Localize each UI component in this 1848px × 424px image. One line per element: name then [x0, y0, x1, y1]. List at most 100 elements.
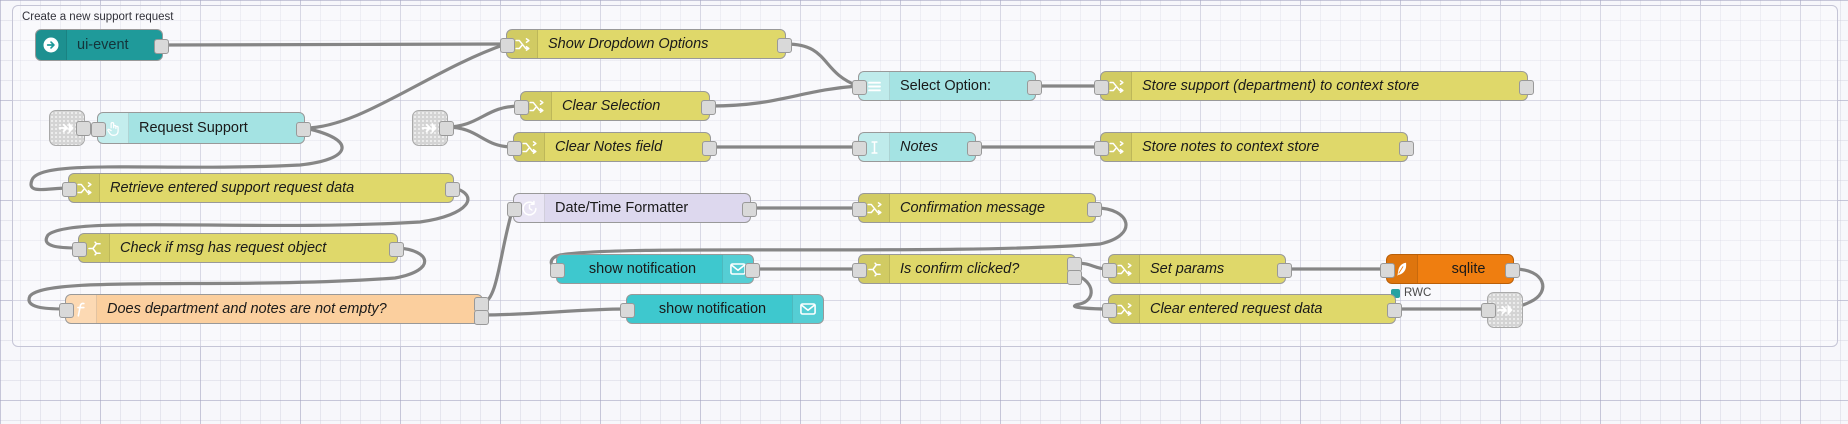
node-clear-selection[interactable]: Clear Selection — [514, 91, 716, 121]
link-out-icon — [1497, 304, 1513, 316]
node-label: Date/Time Formatter — [555, 200, 689, 216]
input-port[interactable] — [1094, 141, 1109, 156]
input-port[interactable] — [852, 202, 867, 217]
input-port[interactable] — [507, 202, 522, 217]
output-port[interactable] — [445, 182, 460, 197]
node-request-support[interactable]: Request Support — [91, 112, 311, 144]
output-port[interactable] — [296, 122, 311, 137]
link-in-node-2[interactable] — [412, 110, 454, 146]
input-port[interactable] — [1102, 263, 1117, 278]
node-label: sqlite — [1451, 261, 1486, 277]
node-select-option[interactable]: Select Option: — [852, 71, 1042, 101]
node-does-department-notes-not-empty[interactable]: Does department and notes are not empty? — [59, 294, 489, 325]
node-label: Store support (department) to context st… — [1142, 78, 1420, 94]
wire-requestsupport-retrieve — [29, 126, 344, 192]
wire-requestsupport-showdropdown — [303, 42, 508, 130]
input-port[interactable] — [1380, 263, 1395, 278]
output-port[interactable] — [154, 39, 169, 54]
status-dot-icon — [1391, 288, 1400, 298]
node-sqlite[interactable]: sqlite — [1380, 254, 1520, 284]
input-port[interactable] — [620, 303, 635, 318]
wire-showdropdown-selectoption — [784, 42, 860, 88]
output-port[interactable] — [1519, 80, 1534, 95]
node-label: Select Option: — [900, 78, 992, 94]
wire-doesdept-datetime — [481, 206, 515, 305]
node-clear-notes-field[interactable]: Clear Notes field — [507, 132, 717, 162]
output-port[interactable] — [1277, 263, 1292, 278]
wire-doesdept-shownotification2 — [481, 307, 628, 317]
node-show-dropdown-options[interactable]: Show Dropdown Options — [500, 29, 792, 59]
status-label: RWC — [1404, 287, 1432, 299]
node-store-notes-to-context[interactable]: Store notes to context store — [1094, 132, 1414, 162]
output-port[interactable] — [967, 141, 982, 156]
output-port[interactable] — [777, 38, 792, 53]
envelope-icon — [792, 295, 823, 323]
node-label: show notification — [658, 301, 767, 317]
node-label: Retrieve entered support request data — [110, 180, 355, 196]
output-port[interactable] — [742, 202, 757, 217]
input-port[interactable] — [59, 303, 74, 318]
input-port[interactable] — [91, 122, 106, 137]
node-ui-event[interactable]: ui-event — [35, 29, 169, 61]
group-label: Create a new support request — [22, 11, 174, 23]
output-port[interactable] — [701, 100, 716, 115]
wire-linkin2-clearnotes — [444, 125, 515, 149]
output-port-2[interactable] — [1067, 270, 1082, 285]
input-port[interactable] — [72, 242, 87, 257]
node-show-notification-1[interactable]: show notification — [550, 254, 760, 284]
node-label: Is confirm clicked? — [900, 261, 1020, 277]
output-port[interactable] — [745, 263, 760, 278]
node-confirmation-message[interactable]: Confirmation message — [852, 193, 1102, 223]
node-label: Does department and notes are not empty? — [107, 301, 387, 317]
node-label: Show Dropdown Options — [548, 36, 709, 52]
node-date-time-formatter[interactable]: Date/Time Formatter — [507, 193, 757, 223]
node-label: Set params — [1150, 261, 1225, 277]
input-port[interactable] — [62, 182, 77, 197]
input-port[interactable] — [550, 263, 565, 278]
output-port[interactable] — [1087, 202, 1102, 217]
input-port[interactable] — [852, 141, 867, 156]
output-port[interactable] — [389, 242, 404, 257]
node-notes[interactable]: Notes — [852, 132, 982, 162]
output-port[interactable] — [1505, 263, 1520, 278]
output-port[interactable] — [1027, 80, 1042, 95]
wire-clearselection-selectoption — [708, 84, 860, 108]
link-in-icon — [421, 122, 437, 134]
node-label: Confirmation message — [900, 200, 1046, 216]
node-label: Clear Notes field — [555, 139, 663, 155]
output-port-2[interactable] — [474, 310, 489, 325]
link-in-output-port[interactable] — [439, 121, 454, 136]
link-out-input-port[interactable] — [1481, 303, 1496, 318]
arrow-right-circle-icon — [36, 30, 67, 60]
node-is-confirm-clicked[interactable]: Is confirm clicked? — [852, 254, 1082, 285]
link-in-icon — [58, 122, 74, 134]
node-label: Clear entered request data — [1150, 301, 1323, 317]
input-port[interactable] — [514, 100, 529, 115]
node-show-notification-2[interactable]: show notification — [620, 294, 824, 324]
input-port[interactable] — [507, 141, 522, 156]
node-clear-entered-request-data[interactable]: Clear entered request data — [1102, 294, 1402, 324]
wire-uievent-showdropdown — [161, 42, 508, 47]
node-check-msg-request-object[interactable]: Check if msg has request object — [72, 233, 404, 263]
output-port[interactable] — [1387, 303, 1402, 318]
node-set-params[interactable]: Set params — [1102, 254, 1292, 284]
input-port[interactable] — [1094, 80, 1109, 95]
input-port[interactable] — [1102, 303, 1117, 318]
node-label: Store notes to context store — [1142, 139, 1320, 155]
link-in-node-1[interactable] — [49, 110, 91, 146]
node-label: Check if msg has request object — [120, 240, 327, 256]
link-in-output-port[interactable] — [76, 121, 91, 136]
wire-linkin2-clearselection — [444, 104, 522, 129]
node-retrieve-request-data[interactable]: Retrieve entered support request data — [62, 173, 460, 203]
wire-checkmsg-doesdept — [27, 246, 427, 311]
node-label: Notes — [900, 139, 938, 155]
output-port[interactable] — [1399, 141, 1414, 156]
input-port[interactable] — [500, 38, 515, 53]
link-out-node-1[interactable] — [1481, 292, 1523, 328]
output-port[interactable] — [702, 141, 717, 156]
input-port[interactable] — [852, 80, 867, 95]
node-store-support-to-context[interactable]: Store support (department) to context st… — [1094, 71, 1534, 101]
wire-retrieve-checkmsg — [44, 186, 470, 250]
input-port[interactable] — [852, 263, 867, 278]
